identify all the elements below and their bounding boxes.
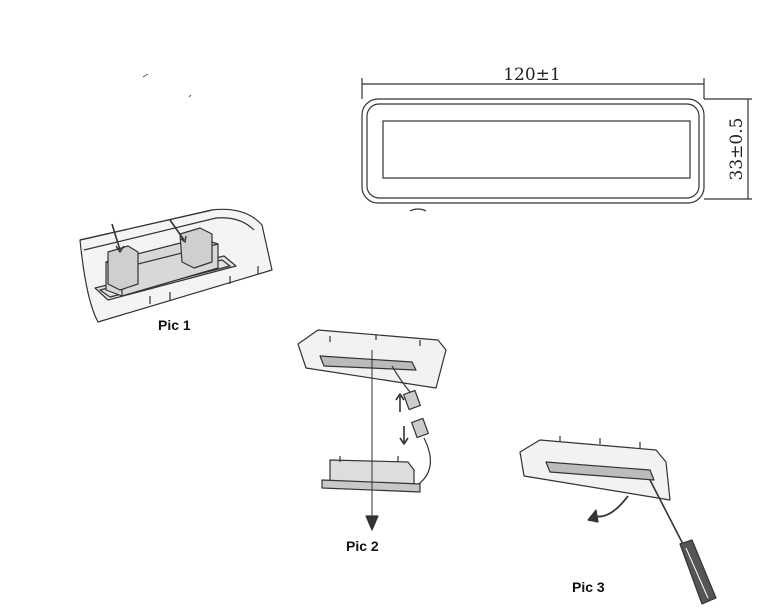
pic1-label: Pic 1 <box>158 317 191 333</box>
lamp-outer-outline <box>361 98 705 204</box>
pic2-label: Pic 2 <box>346 538 379 554</box>
width-dimension-label: 120±1 <box>503 65 561 85</box>
pic2-illustration <box>297 329 447 531</box>
pic1-illustration <box>79 208 273 323</box>
stray-marks <box>142 73 192 98</box>
pic3-label: Pic 3 <box>572 579 605 595</box>
pic3-illustration <box>519 436 717 605</box>
dimension-drawing <box>361 78 752 212</box>
bottom-clip-mark <box>409 208 427 212</box>
lamp-inner-outline <box>366 103 700 199</box>
lens-window <box>382 120 691 179</box>
height-dimension-label: 33±0.5 <box>727 118 747 181</box>
